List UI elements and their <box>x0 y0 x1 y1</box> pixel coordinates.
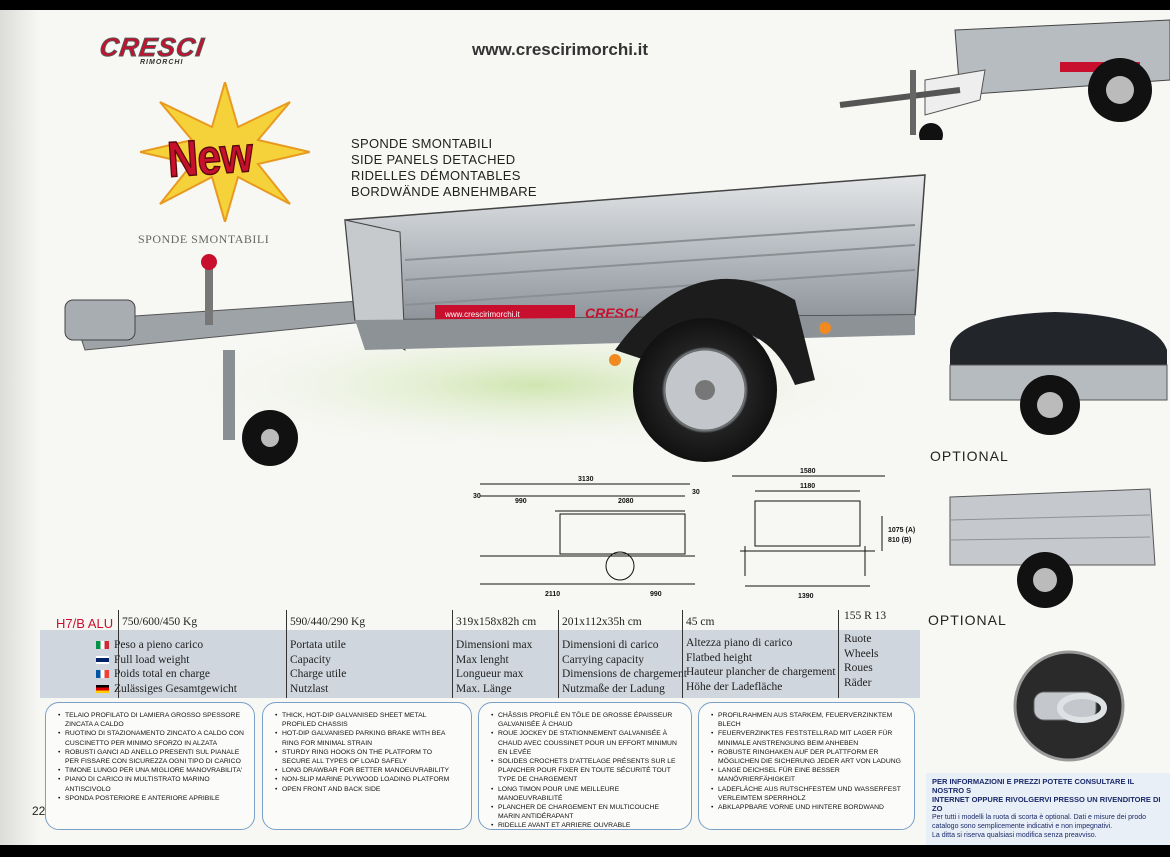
starburst-icon <box>140 82 310 222</box>
spec-dims-max-labels: Dimensioni max Max lenght Longueur max M… <box>456 639 533 695</box>
spec-load-value: 750/600/450 Kg <box>122 616 198 628</box>
feature-de: BORDWÄNDE ABNEHMBARE <box>351 184 537 199</box>
optional-label-2: OPTIONAL <box>928 612 1007 628</box>
features-fr-box: Châssis profilé en tôle de grosse épaiss… <box>478 702 692 831</box>
label-load-de: Zulässiges Gesamtgewicht <box>114 682 237 695</box>
spec-dims-max-value: 319x158x82h cm <box>456 616 537 628</box>
brand-name: CRESCI <box>97 32 207 63</box>
dim-total: 3130 <box>578 476 594 483</box>
flag-de-icon <box>96 684 109 693</box>
features-it-box: Telaio profilato di lamiera grosso spess… <box>45 702 255 830</box>
spec-capacity-value: 590/440/290 Kg <box>290 616 366 628</box>
panel-logo: CRESCI <box>585 305 639 321</box>
flag-fr-icon <box>96 670 109 679</box>
trailer-ramp-image <box>839 19 1170 140</box>
dim-outer: 1580 <box>800 468 816 475</box>
label-load-it: Peso a pieno carico <box>114 639 204 651</box>
dim-height-a: 1075 (A) <box>888 527 915 534</box>
brand-logo: CRESCI RIMORCHI <box>97 32 207 67</box>
spec-band <box>40 630 920 698</box>
dim-front: 990 <box>515 498 527 505</box>
feature-list: SPONDE SMONTABILI SIDE PANELS DETACHED R… <box>351 136 537 200</box>
page-number: 22 <box>32 804 46 818</box>
dim-box: 2080 <box>618 498 634 505</box>
feature-en: SIDE PANELS DETACHED <box>351 152 516 167</box>
dim-right-edge: 30 <box>692 489 700 496</box>
flag-it-icon <box>96 641 109 650</box>
spec-wheels-labels: Ruote Wheels Roues Räder <box>844 633 879 689</box>
dim-rear: 990 <box>650 591 662 598</box>
trailer-image: www.crescirimorchi.it CRESCI <box>64 174 926 466</box>
model-name: H7/B ALU <box>56 616 114 631</box>
features-de-box: Profilrahmen aus starkem, feuerverzinkte… <box>698 702 915 830</box>
panel-url: www.crescirimorchi.it <box>444 310 520 319</box>
brand-sub: RIMORCHI <box>140 59 184 66</box>
label-load-fr: Poids total en charge <box>114 668 210 680</box>
label-load-en: Full load weight <box>114 653 190 666</box>
feature-it: SPONDE SMONTABILI <box>351 136 493 151</box>
feature-boxes: Telaio profilato di lamiera grosso spess… <box>45 702 915 832</box>
flag-gb-icon <box>96 655 109 664</box>
catalog-page: CRESCI RIMORCHI www.crescirimorchi.it Ne… <box>0 10 1170 845</box>
spec-bed-height-value: 45 cm <box>686 616 715 628</box>
feature-fr: RIDELLES DÉMONTABLES <box>351 168 521 183</box>
sponde-label: SPONDE SMONTABILI <box>138 232 270 246</box>
dim-track: 1390 <box>798 593 814 600</box>
spec-bed-height-labels: Altezza piano di carico Flatbed height H… <box>686 637 836 693</box>
page-spine <box>0 10 40 845</box>
optional-label-1: OPTIONAL <box>930 448 1009 464</box>
website-url[interactable]: www.crescirimorchi.it <box>472 40 649 59</box>
spec-dims-bed-labels: Dimensioni di carico Carrying capacity D… <box>562 639 687 695</box>
trailer-cover-image <box>949 312 1168 435</box>
features-en-box: Thick, hot-dip galvanised sheet metal pr… <box>262 702 472 830</box>
spec-dims-bed-value: 201x112x35h cm <box>562 616 642 628</box>
dim-inner: 1180 <box>800 483 815 490</box>
ring-hook-image <box>1013 650 1125 762</box>
spec-load-labels: Peso a pieno carico Full load weight Poi… <box>96 638 237 696</box>
spec-wheels-value: 155 R 13 <box>844 610 887 622</box>
technical-drawings: 3130 30 990 2080 30 2110 990 1580 1180 1… <box>473 468 915 600</box>
dim-height-b: 810 (B) <box>888 537 911 544</box>
dim-base: 2110 <box>545 591 560 598</box>
spec-capacity-labels: Portata utile Capacity Charge utile Nutz… <box>290 639 347 695</box>
info-note: PER INFORMAZIONI E PREZZI POTETE CONSULT… <box>926 773 1170 845</box>
trailer-high-sides-image <box>949 488 1156 608</box>
dim-left-edge: 30 <box>473 493 481 500</box>
